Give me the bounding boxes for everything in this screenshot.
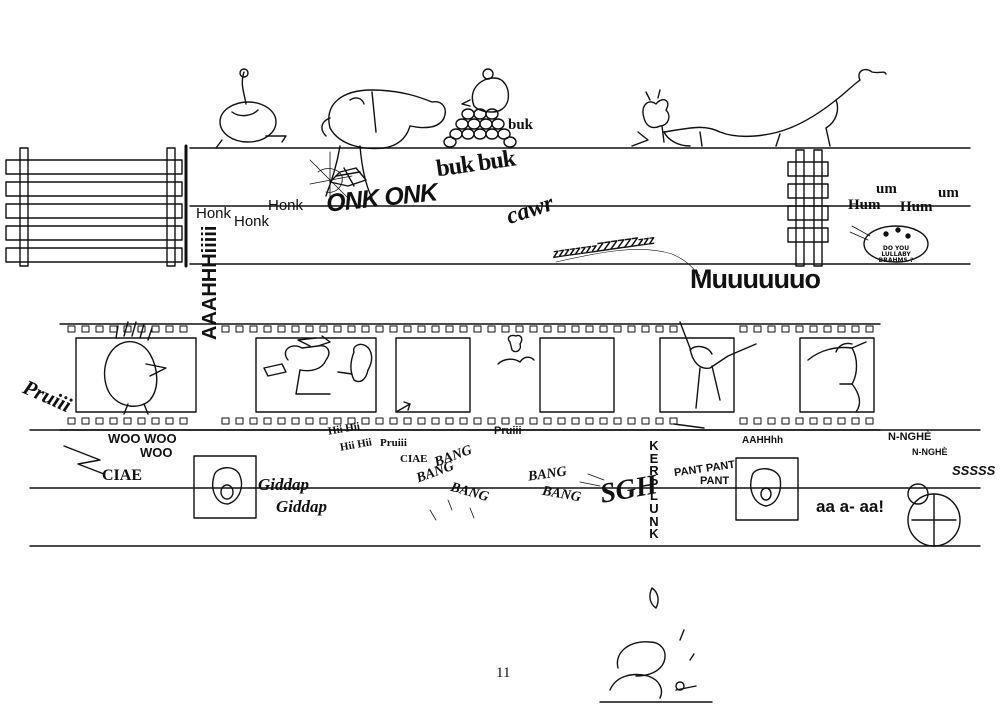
fence-left-drawing [5, 147, 183, 267]
nghe-word-1: N-NGHÈ [888, 431, 932, 443]
film-frame-4 [539, 337, 615, 413]
small-figure-drawing [497, 334, 535, 365]
cow-drawing [663, 68, 887, 147]
giddap-word-2: Giddap [276, 497, 327, 516]
lullaby-bubble-drawing [849, 225, 929, 263]
kerplunk-word: KERPLUNK [649, 438, 659, 542]
ciae-word-left: CIAE [102, 467, 143, 484]
honk-word-3: Honk [268, 197, 304, 214]
pig-drawing [321, 89, 446, 199]
buk-word: buk [508, 117, 534, 133]
bottom-figure-drawing [599, 641, 713, 703]
giddap-word-1: Giddap [258, 475, 309, 494]
middle-staff [29, 429, 981, 547]
rooster-drawing [631, 89, 670, 147]
pruiii-word-small: Pruiii [380, 437, 407, 449]
top-staff [184, 144, 971, 268]
nghe-word-2: N-NGHÈ [912, 447, 948, 457]
pruiii-word-mid: Pruiii [494, 425, 522, 437]
baby-carriage-drawing [907, 483, 961, 547]
pant-word: PANT [700, 475, 730, 487]
film-frame-6 [799, 337, 875, 413]
hen-drawing [443, 68, 517, 148]
goose-drawing [215, 68, 287, 149]
ciae-word-mid: CIAE [400, 453, 428, 465]
hum-word-2: Hum [900, 199, 933, 215]
scream-box-1 [193, 455, 257, 519]
film-frame-2 [255, 335, 377, 413]
pruiii-arrow-drawing [63, 445, 105, 475]
aaah-word: AAAHHHiiiii [199, 225, 221, 340]
hum-word-1: Hum [848, 197, 881, 213]
small-arrow-drawing [395, 401, 705, 429]
scream-box-2 [735, 457, 799, 521]
sssss-word: SSSSS [952, 463, 996, 478]
page-number: 11 [496, 665, 511, 681]
woo-woo-word: WOO WOO [108, 431, 177, 446]
fence-right-drawing [787, 149, 829, 267]
um-word-1: um [876, 181, 897, 197]
film-frame-3 [395, 337, 471, 413]
honk-word-2: Honk [234, 213, 270, 230]
falling-seed-drawing [649, 587, 695, 661]
lullaby-sign-text: DO YOU LULLABY BRAHMS ? [878, 245, 914, 264]
muu-word: Muuuuuuo [690, 264, 821, 294]
sleep-path-drawing [555, 249, 701, 277]
um-word-2: um [938, 185, 959, 201]
spider-web-drawing [309, 151, 353, 207]
aahh-word: AAHHhh [742, 435, 784, 446]
honk-word-1: Honk [196, 205, 232, 222]
film-frame-5 [659, 321, 757, 413]
film-frame-1 [75, 321, 197, 415]
gunshot-puffs-drawing [429, 473, 605, 521]
woo-word: WOO [140, 445, 173, 460]
aa-word: aa a- aa! [816, 497, 885, 516]
